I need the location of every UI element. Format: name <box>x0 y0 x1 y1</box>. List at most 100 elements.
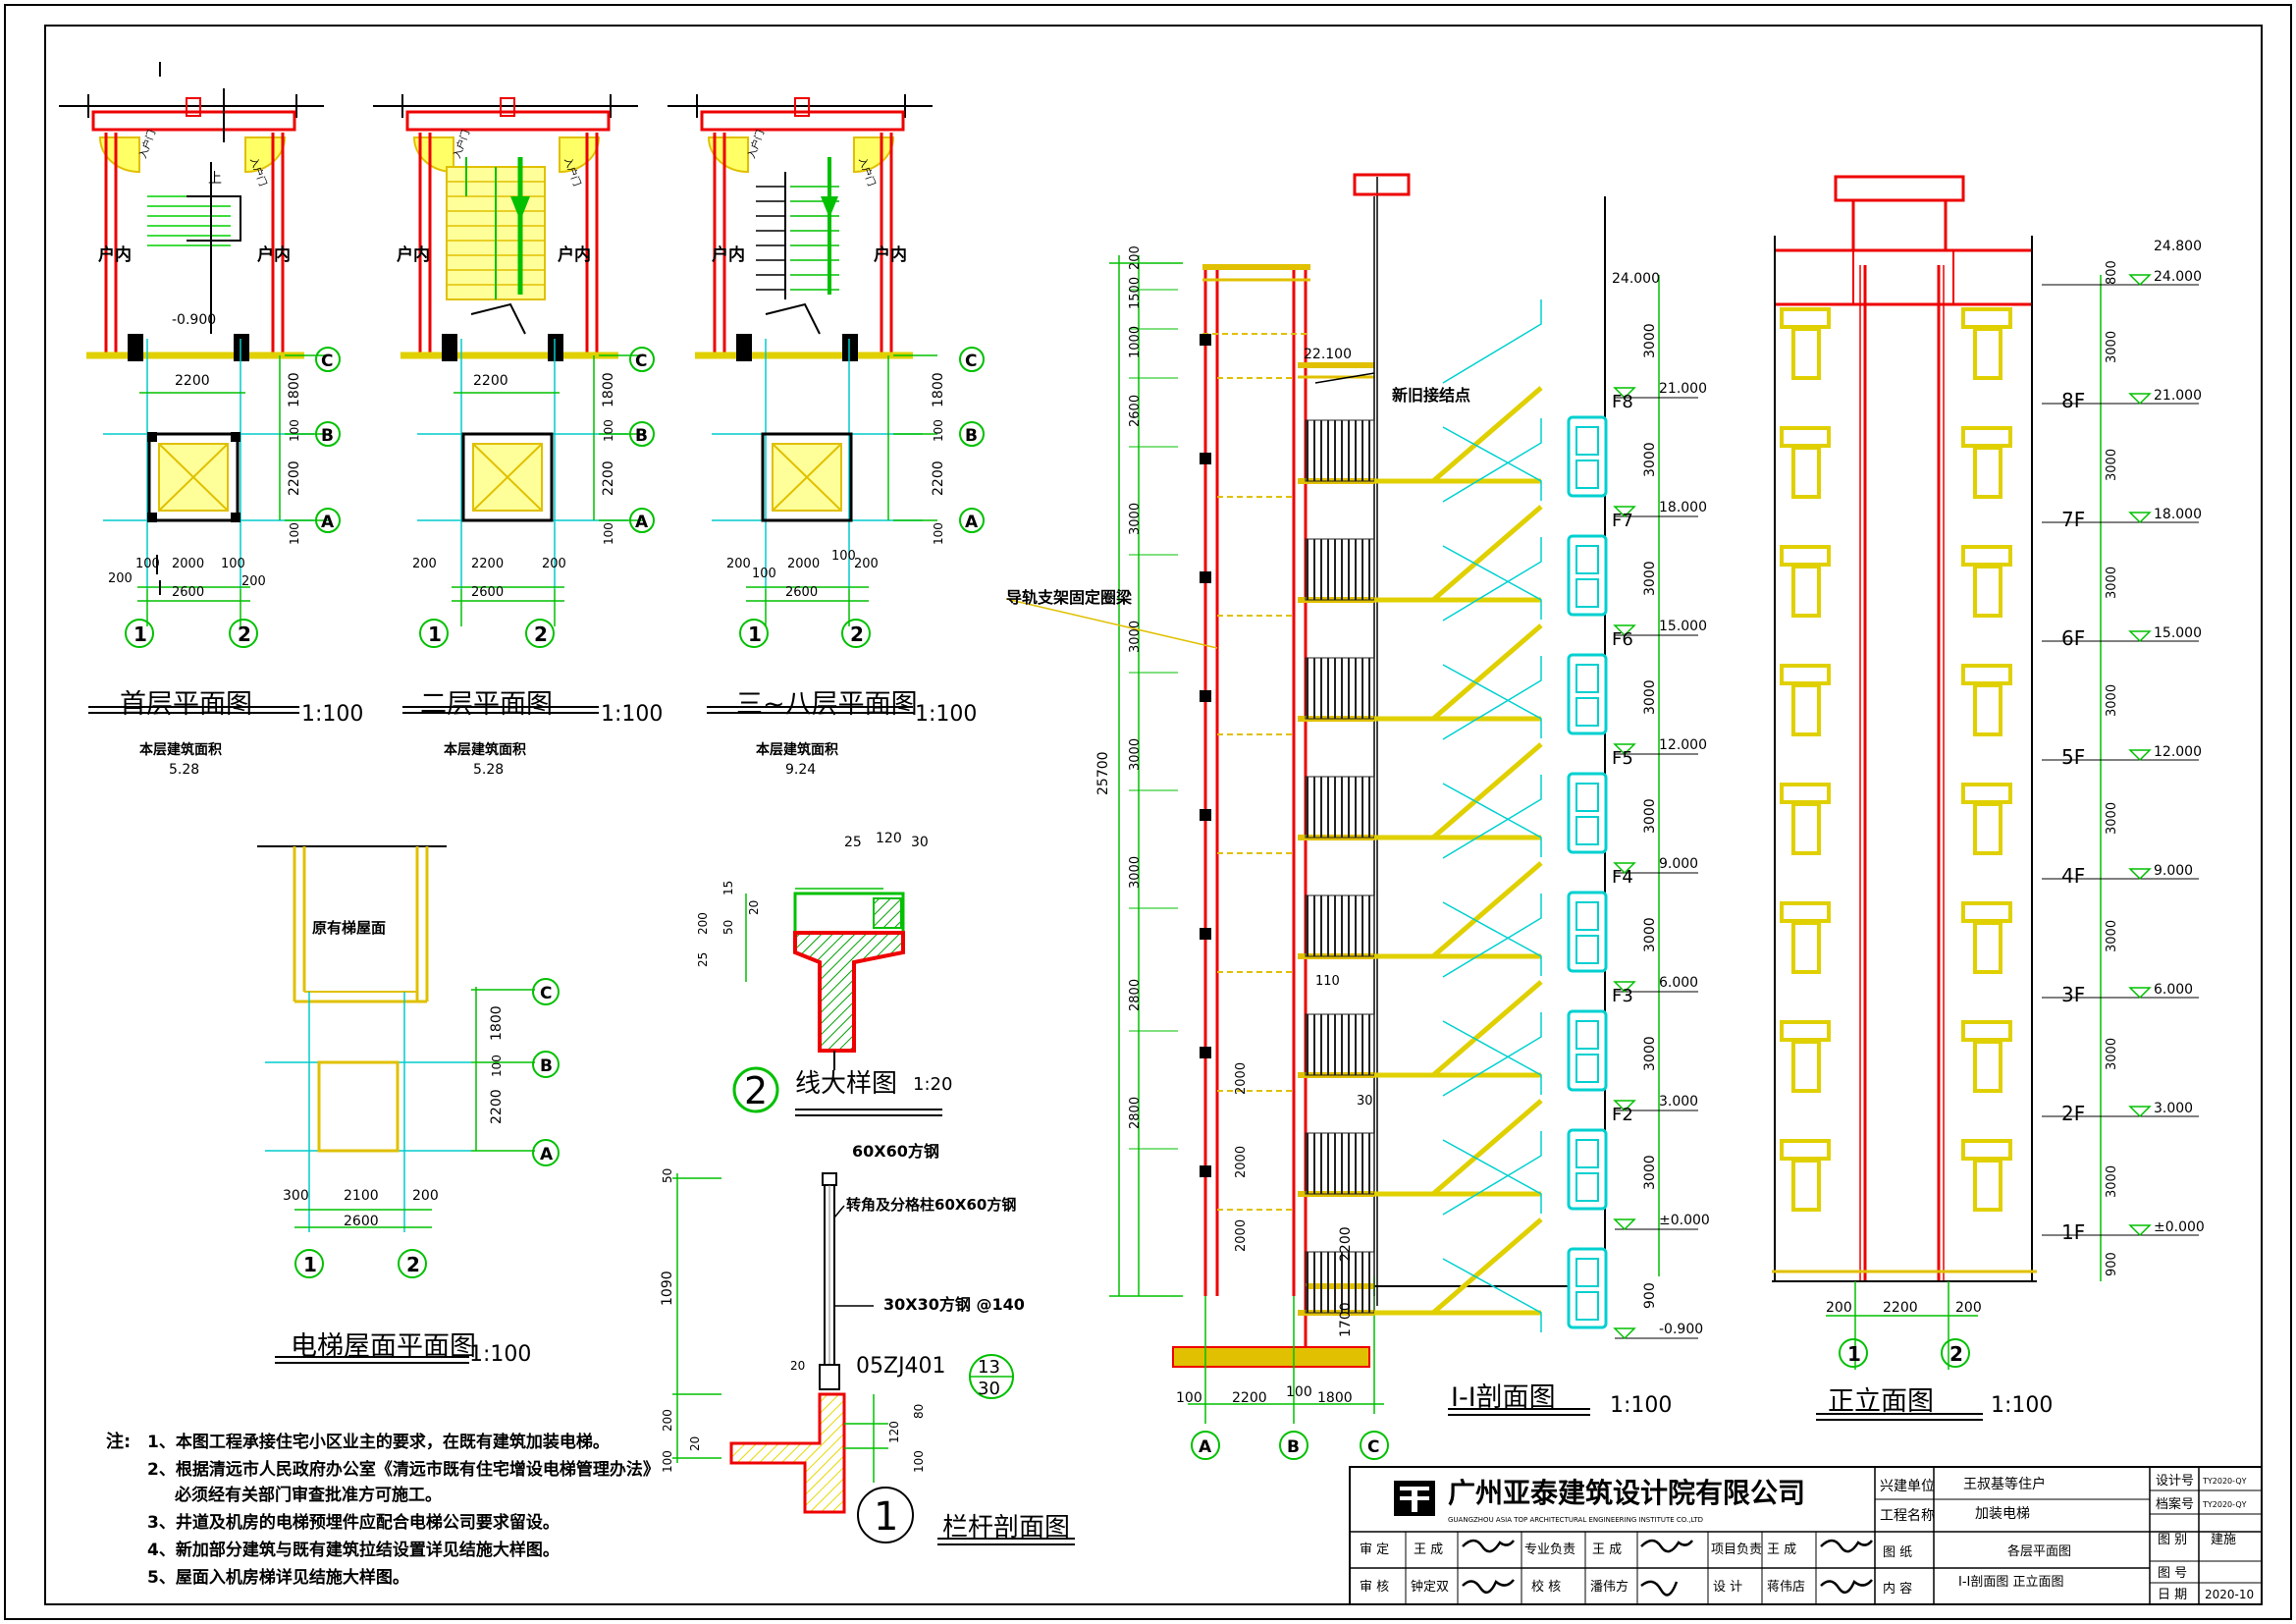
elevation-band <box>1961 1020 2012 1042</box>
elevation-window <box>1791 683 1821 736</box>
rail-d1090: 1090 <box>660 1271 675 1306</box>
section-stair-rail <box>1442 893 1542 978</box>
p3-dim-b200r: 200 <box>854 557 879 571</box>
elevation-band <box>1961 664 2012 685</box>
section-window-pane <box>1575 1020 1599 1050</box>
elevation-band <box>1961 1139 2012 1161</box>
p1-sec-top: I <box>157 58 163 81</box>
sec-total: 25700 <box>1095 751 1111 795</box>
tb-code: TY2020-QY <box>2202 1477 2247 1486</box>
section-stair-rail <box>1442 775 1542 859</box>
elevation-generated: 24.00021.00018.00015.00012.0009.0006.000… <box>1780 260 2205 1276</box>
section-window-pane <box>1575 935 1599 964</box>
tb-company-en: GUANGZHOU ASIA TOP ARCHITECTURAL ENGINEE… <box>1448 1516 1703 1524</box>
elevation-window <box>1791 921 1821 974</box>
section-window-pane <box>1575 1139 1599 1168</box>
section-window-pane <box>1575 1258 1599 1287</box>
tb-client-label: 兴建单位 <box>1880 1479 1935 1494</box>
section-elev-triangle <box>1613 624 1636 637</box>
d2-dim-20: 20 <box>747 900 761 915</box>
elevation-band <box>1961 783 2012 804</box>
section-floor-label: F5 <box>1612 748 1633 769</box>
d2-dim-15: 15 <box>721 881 735 895</box>
section-window-pane <box>1575 783 1599 812</box>
section-window <box>1567 534 1608 617</box>
p2-scale: 1:100 <box>601 702 663 727</box>
p2-dim-top: 2200 <box>473 373 508 389</box>
tb-file: TY2020-QY <box>2202 1500 2247 1509</box>
p2-axis-b: B <box>635 426 648 446</box>
elevation-window <box>1973 565 2002 618</box>
elevation-level-value: 6.000 <box>2154 982 2193 998</box>
section-elevator-door <box>1305 894 1375 957</box>
section-window <box>1567 415 1608 498</box>
section-elevator-door <box>1305 776 1375 839</box>
p2-title: 二层平面图 <box>420 689 553 720</box>
tb-client: 王叔基等住户 <box>1963 1476 2046 1492</box>
section-right-dim: 3000 <box>1642 798 1658 834</box>
p3-room-left: 户内 <box>712 244 745 265</box>
tb-check-name: 钟定双 <box>1411 1579 1449 1595</box>
plan-first-floor: A B C 1 2 入户门 入户门 户内 户内 上 I I -0.900 220… <box>59 58 363 778</box>
p1-dim-ca: 1800 <box>287 372 302 407</box>
section-left-dim: 2800 <box>1128 1097 1143 1129</box>
p3-area: 9.24 <box>785 762 816 778</box>
p2-dim-b2600: 2600 <box>471 585 504 600</box>
section-left-dim: 1000 <box>1128 326 1143 358</box>
rail-ref-bot: 30 <box>978 1379 1000 1399</box>
sec-bot-100b: 100 <box>1286 1384 1312 1400</box>
section-right-dim: 900 <box>1642 1282 1658 1309</box>
note-3: 3、井道及机房的电梯预埋件应配合电梯公司要求留设。 <box>147 1512 560 1533</box>
note-5: 5、屋面入机房梯详见结施大样图。 <box>147 1567 409 1588</box>
section-elevation-value: 3.000 <box>1659 1094 1698 1110</box>
elevation-dim: 3000 <box>2105 802 2119 835</box>
p1-title: 首层平面图 <box>120 689 252 720</box>
company-logo-icon <box>1394 1481 1435 1516</box>
elev-axis-2: 2 <box>1949 1342 1963 1366</box>
elev-axis-1: 1 <box>1847 1342 1861 1366</box>
section-stair-rail <box>1442 418 1542 503</box>
section-left-dim: 200 <box>1128 245 1143 270</box>
section-window-pane <box>1575 816 1599 845</box>
plan-second-floor: A B C 1 2 入户门 入户门 户内 户内 2200 1800 100 22… <box>373 94 663 778</box>
p2-dim-a1: 100 <box>602 522 615 545</box>
tb-project: 加装电梯 <box>1975 1506 2030 1522</box>
railing-section: 1 栏杆剖面图 60X60方钢 转角及分格柱60X60方钢 30X30方钢 @1… <box>660 1142 1075 1545</box>
sec-elev-22: 22.100 <box>1304 347 1352 362</box>
elevation-floor-label: 2F <box>2061 1102 2085 1125</box>
tb-pm-name: 王 成 <box>1767 1543 1796 1557</box>
section-elev-triangle <box>1613 981 1636 994</box>
p1-up: 上 <box>208 171 222 187</box>
elevation-window <box>1973 1159 2002 1212</box>
tb-company: 广州亚泰建筑设计院有限公司 <box>1448 1477 1805 1509</box>
section-beam-mark <box>1200 928 1211 940</box>
tb-code-label: 设计号 <box>2156 1474 2194 1489</box>
p3-dim-ab: 2200 <box>931 460 946 496</box>
elevation-window <box>1973 921 2002 974</box>
elevation-level-value: 18.000 <box>2154 507 2202 522</box>
section-left-dim: 2800 <box>1128 979 1143 1011</box>
section-stair-rail <box>1442 1258 1542 1332</box>
section-stair-rail <box>1442 664 1542 738</box>
section-pit-dim: 2000 <box>1234 1062 1249 1095</box>
rail-ref-top: 13 <box>978 1357 1000 1378</box>
elevation-window <box>1791 446 1821 499</box>
section-generated: 21.00018.00015.00012.0009.0006.0003.000±… <box>1128 245 1710 1340</box>
section-elevator-door <box>1305 1251 1375 1314</box>
tb-lead: 专业负责 <box>1524 1543 1575 1557</box>
rail-d50: 50 <box>661 1168 674 1183</box>
roof-axis-b: B <box>540 1056 553 1076</box>
section-elevation-value: ±0.000 <box>1659 1213 1710 1228</box>
elevation-floor-label: 6F <box>2061 626 2085 650</box>
p2-dim-ca: 1800 <box>601 372 616 407</box>
d2-dim-200: 200 <box>696 912 710 935</box>
tb-stage: 建施 <box>2211 1533 2236 1547</box>
p2-axis-a: A <box>635 513 649 532</box>
sec-tie: 新旧接结点 <box>1392 386 1470 405</box>
tb-project-label: 工程名称 <box>1880 1508 1935 1524</box>
d2-scale: 1:20 <box>913 1074 952 1095</box>
p3-axis-a: A <box>965 513 979 532</box>
tb-date-label: 日 期 <box>2158 1588 2187 1602</box>
rail-d20a: 20 <box>790 1359 805 1373</box>
section-stair-flight <box>1431 861 1543 958</box>
